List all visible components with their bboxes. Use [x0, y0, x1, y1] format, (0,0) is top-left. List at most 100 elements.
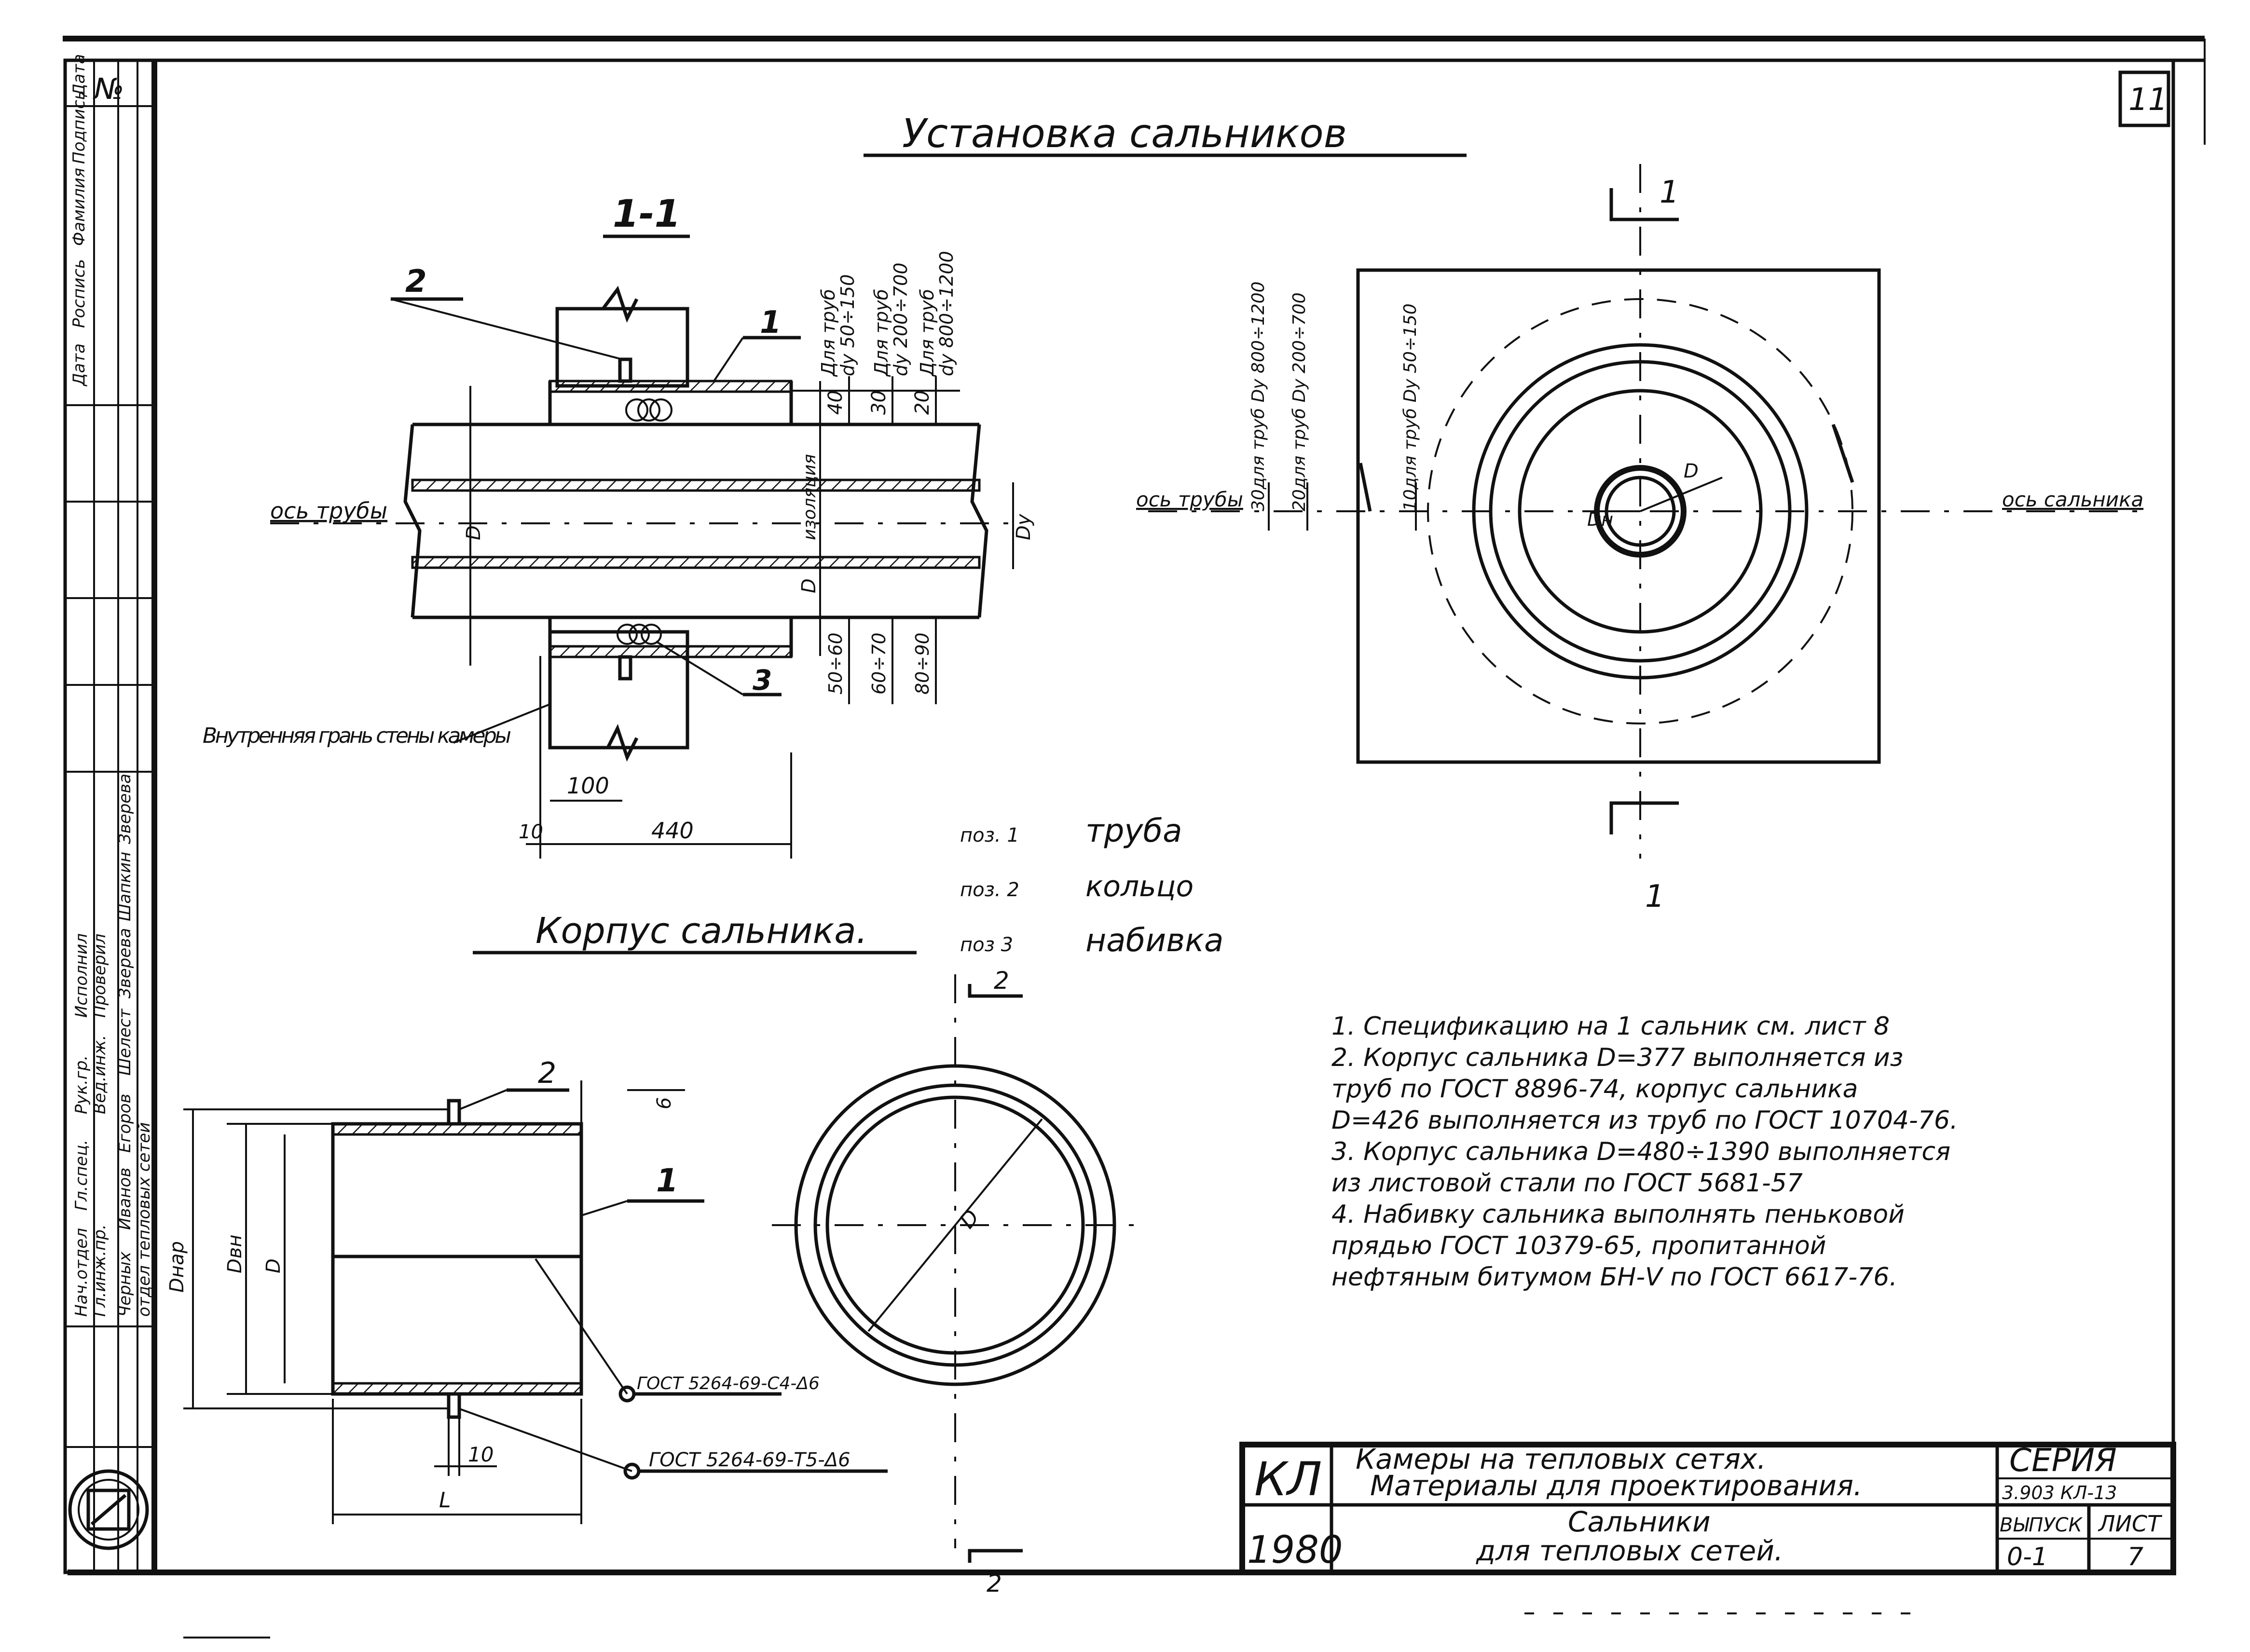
front-section-bottom: 1 [1645, 879, 1665, 915]
body-dim-Dvn: Dвн [224, 1234, 246, 1273]
front-note-a: 30для труб Dу 800÷1200 [1248, 281, 1268, 511]
stamp-logo [68, 1469, 149, 1550]
packing-top [625, 398, 672, 422]
tb-org: КЛ [1254, 1452, 1322, 1506]
pos-1-name: труба [1085, 812, 1182, 849]
notes-block: 1. Спецификацию на 1 сальник см. лист 8 … [1331, 1012, 1958, 1292]
round-section-top: 2 [994, 967, 1009, 995]
gap-note-3a: Для труб [917, 289, 938, 377]
gap-top-1: 40 [824, 390, 847, 415]
gap-note-2b: dу 200÷700 [890, 262, 911, 376]
gap-bottom-1: 50÷60 [825, 632, 846, 695]
inner-wall-label: Внутренняя грань стены камеры [203, 724, 511, 748]
stamp-col-5: Дата [69, 54, 89, 97]
gap-bottom-2: 60÷70 [868, 632, 890, 695]
note-line-6: из листовой стали по ГОСТ 5681-57 [1331, 1169, 1803, 1198]
sheet-number: 11 [2128, 82, 2168, 118]
dim-10: 10 [519, 821, 543, 843]
stamp-name-6: Шапкин [115, 852, 135, 921]
callout-2: 2 [405, 264, 427, 300]
weld-1: ГОСТ 5264-69-С4-Δ6 [637, 1374, 820, 1393]
section-label: 1-1 [613, 192, 681, 236]
title-block: КЛ 1980 Камеры на тепловых сетях. Матери… [1239, 1442, 2176, 1575]
stamp-col-3: Фамилия [69, 168, 89, 246]
weld-2: ГОСТ 5264-69-Т5-Δ6 [649, 1449, 851, 1471]
note-line-1: 1. Спецификацию на 1 сальник см. лист 8 [1331, 1012, 1890, 1041]
gland-body: Корпус сальника. Dнар Dвн D 6 2 1 ГОС [166, 910, 917, 1524]
sheet-number-box: 11 [2118, 70, 2170, 127]
stamp-name-1: Черных [115, 1251, 135, 1317]
stamp-role-2: Гл.инж.пр. [90, 1224, 110, 1317]
dim-100: 100 [567, 773, 609, 799]
pipe-axis-label: ось трубы [270, 498, 387, 524]
gap-note-2a: Для труб [871, 289, 892, 377]
stamp-name-3: Егоров [115, 1093, 135, 1153]
callout-1: 1 [760, 305, 782, 341]
stamp-col-1: Дата [69, 343, 89, 387]
front-note-c: 10для труб Dу 50÷150 [1400, 303, 1420, 511]
tb-project-2: Материалы для проектирования. [1370, 1469, 1862, 1502]
note-line-7: 4. Набивку сальника выполнять пеньковой [1331, 1200, 1905, 1229]
stamp-name-5: Зверева [115, 928, 135, 998]
dim-insulation: изоляция [800, 454, 820, 540]
tb-sheet-label: ЛИСТ [2098, 1511, 2163, 1537]
note-line-8: прядью ГОСТ 10379-65, пропитанной [1331, 1231, 1826, 1260]
gap-top-2: 30 [868, 390, 890, 415]
tb-drawing-1: Сальники [1568, 1505, 1711, 1538]
pos-2-label: поз. 2 [960, 879, 1019, 901]
body-dim-D: D [262, 1258, 285, 1273]
stamp-role-6: Исполнил [72, 933, 91, 1018]
dim-D-right: D [798, 578, 820, 593]
round-dim-D: D [955, 1205, 984, 1233]
front-dim-D: D [1684, 460, 1699, 482]
packing-bottom [617, 624, 662, 645]
tb-series-value: 3.903 КЛ-13 [2002, 1482, 2117, 1503]
gap-dims: 40 30 20 Для труб dу 50÷150 Для труб dу … [791, 251, 960, 704]
front-section-top: 1 [1660, 175, 1679, 210]
drawing-title: Установка сальников [902, 111, 1347, 157]
dim-440: 440 [651, 818, 694, 844]
stamp-role-7: Проверил [90, 934, 110, 1018]
stamp-name-2: Иванов [115, 1168, 135, 1230]
tb-drawing-2: для тепловых сетей. [1476, 1534, 1783, 1567]
gap-note-1a: Для труб [818, 289, 839, 377]
title-group: Установка сальников [864, 111, 1467, 157]
dim-Dy: Dу [1013, 513, 1035, 540]
tb-series-label: СЕРИЯ [2009, 1442, 2117, 1479]
note-line-3: труб по ГОСТ 8896-74, корпус сальника [1331, 1075, 1858, 1104]
stamp-header: № [93, 72, 124, 106]
pos-1-label: поз. 1 [960, 824, 1019, 846]
pos-3-label: поз 3 [960, 934, 1013, 956]
callout-3: 3 [753, 664, 772, 696]
gap-note-3b: dу 800÷1200 [936, 251, 957, 376]
tb-issue-label: ВЫПУСК [2000, 1514, 2083, 1536]
body-dim-Dnar: Dнар [166, 1241, 188, 1293]
note-line-2: 2. Корпус сальника D=377 выполняется из [1331, 1043, 1903, 1072]
stamp-col-4: Подпись [69, 90, 89, 164]
body-callout-1: 1 [656, 1162, 678, 1199]
stamp-role-4: Рук.гр. [72, 1055, 91, 1114]
front-gland-axis: ось сальника [2002, 488, 2143, 511]
front-pipe-axis: ось трубы [1136, 488, 1243, 511]
stamp-dept: отдел тепловых сетей [135, 1122, 154, 1317]
body-dim-L: L [439, 1488, 451, 1513]
body-dim-6: 6 [653, 1097, 675, 1109]
note-line-9: нефтяным битумом БН-V по ГОСТ 6617-76. [1331, 1263, 1897, 1292]
body-dim-10: 10 [468, 1443, 494, 1466]
tb-sheet-value: 7 [2127, 1543, 2143, 1571]
body-title: Корпус сальника. [535, 910, 867, 952]
positions-list: поз. 1 труба поз. 2 кольцо поз 3 набивка [960, 812, 1223, 959]
tb-issue-value: 0-1 [2007, 1543, 2048, 1571]
front-dim-Dn: Dн [1587, 509, 1613, 530]
front-note-b: 20для труб Dу 200÷700 [1290, 292, 1309, 511]
pos-3-name: набивка [1085, 922, 1223, 959]
pos-2-name: кольцо [1085, 870, 1194, 903]
note-line-5: 3. Корпус сальника D=480÷1390 выполняетс… [1331, 1137, 1950, 1166]
section-1-1: 1-1 [203, 192, 1035, 859]
front-view: D Dн 1 1 ось трубы ось сальника 30для тр… [1136, 164, 2143, 915]
body-callout-2: 2 [538, 1056, 556, 1090]
gap-bottom-3: 80÷90 [912, 632, 933, 695]
body-round-view: D 2 2 [772, 967, 1148, 1597]
